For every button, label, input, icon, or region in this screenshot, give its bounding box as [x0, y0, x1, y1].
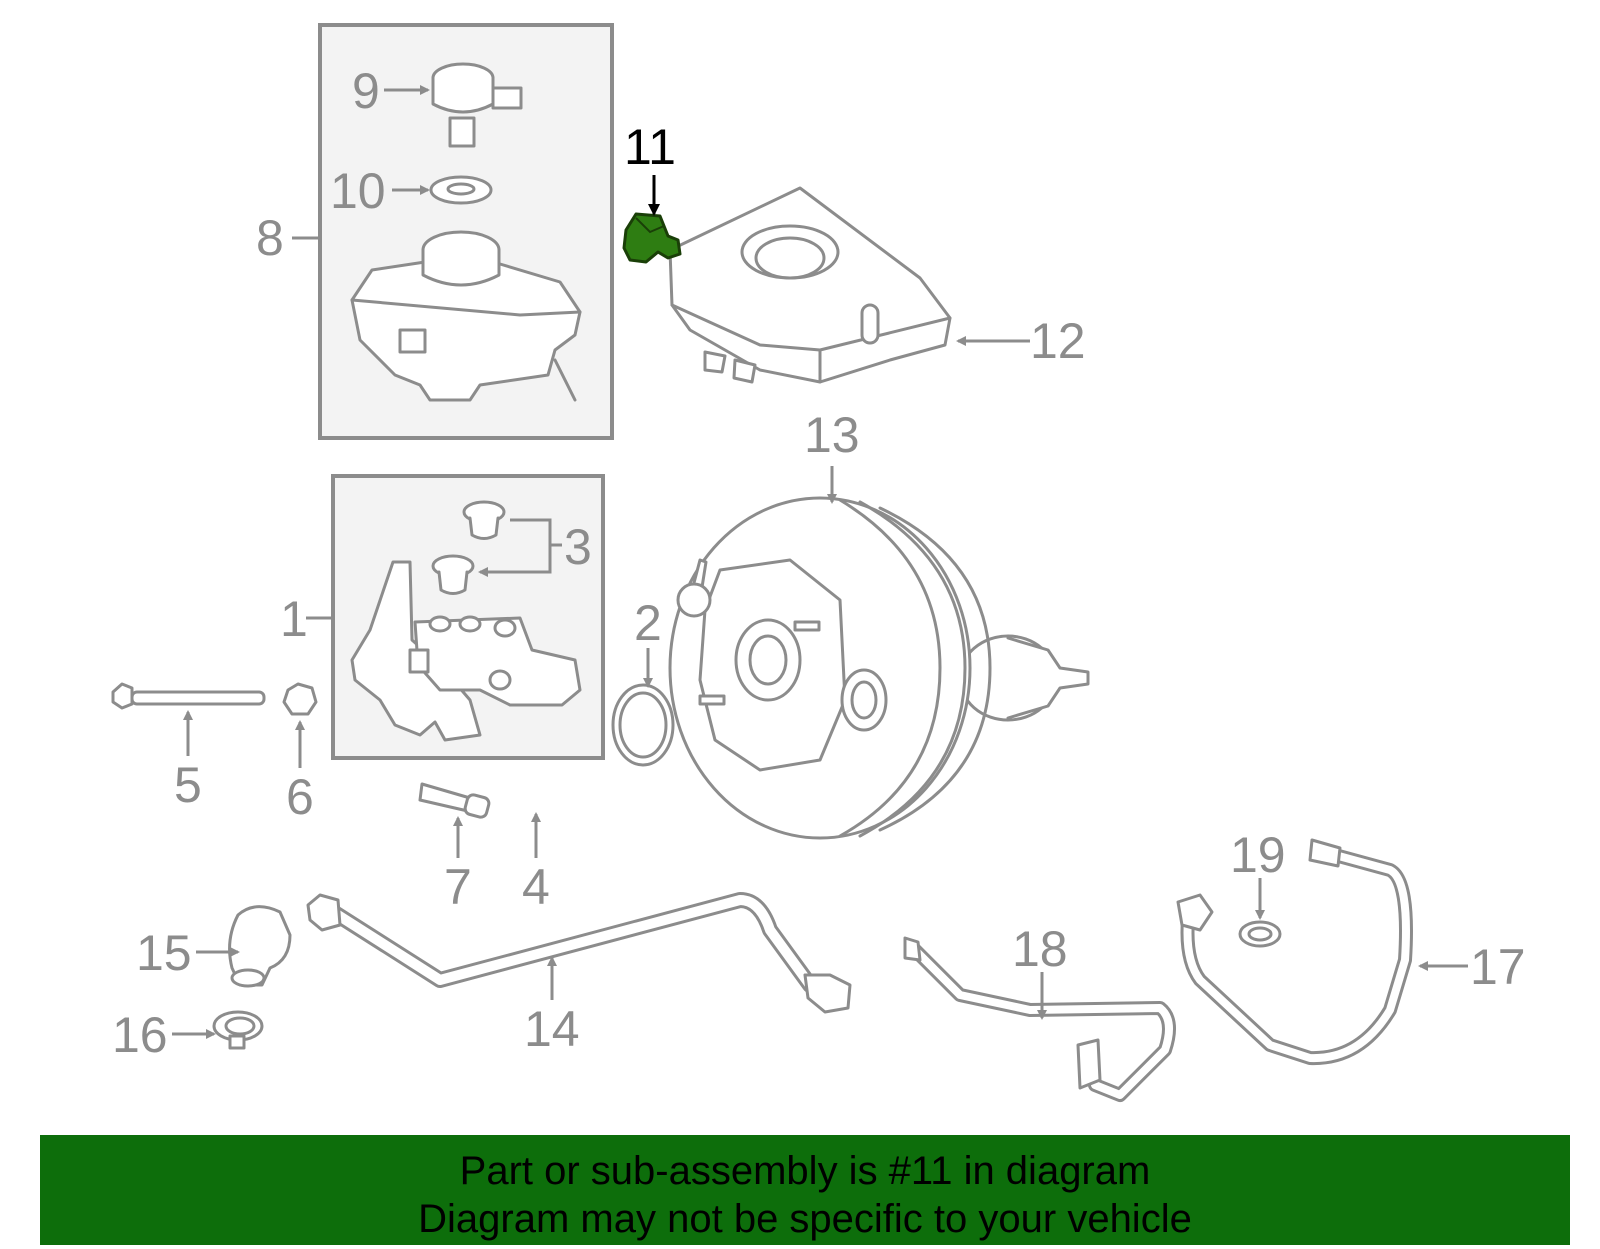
callout-5: 5 [174, 757, 202, 813]
part-5-bolt[interactable] [111, 682, 266, 710]
part-10-seal[interactable] [429, 175, 493, 205]
part-18-hose[interactable] [903, 936, 1176, 1102]
part-3-reservoir-grommet-lower[interactable] [431, 554, 475, 595]
callout-12: 12 [1030, 313, 1086, 369]
callout-10: 10 [330, 163, 386, 219]
callout-6: 6 [286, 769, 314, 825]
part-3-reservoir-grommet-upper[interactable] [462, 500, 506, 540]
part-12-cover[interactable] [668, 186, 952, 384]
part-6-nut[interactable] [282, 682, 318, 716]
callout-15: 15 [136, 925, 192, 981]
callout-2: 2 [634, 595, 662, 651]
banner-line-2: Diagram may not be specific to your vehi… [418, 1197, 1192, 1241]
info-banner: Part or sub-assembly is #11 in diagram D… [40, 1135, 1570, 1245]
part-14-vacuum-hose[interactable] [306, 892, 852, 1014]
callout-7: 7 [444, 859, 472, 915]
banner-line-1: Part or sub-assembly is #11 in diagram [459, 1149, 1151, 1193]
callout-9: 9 [352, 63, 380, 119]
callout-16: 16 [112, 1007, 168, 1063]
callout-11: 11 [624, 119, 676, 175]
callout-17: 17 [1470, 939, 1526, 995]
callout-13: 13 [804, 407, 860, 463]
callout-3: 3 [564, 519, 592, 575]
part-4-pin[interactable] [505, 781, 587, 851]
part-13-brake-booster[interactable] [668, 496, 1090, 840]
callout-18: 18 [1012, 921, 1068, 977]
part-17-hose[interactable] [1176, 838, 1413, 1066]
part-1-master-cylinder[interactable] [350, 560, 582, 742]
part-15-elbow[interactable] [228, 905, 292, 988]
callout-4: 4 [522, 859, 550, 915]
callout-1: 1 [280, 591, 308, 647]
part-9-reservoir-cap[interactable] [431, 62, 523, 148]
part-7-stud[interactable] [418, 782, 491, 819]
part-11-sensor-highlighted[interactable] [622, 212, 682, 264]
part-2-seal-ring[interactable] [611, 683, 675, 767]
part-8-reservoir[interactable] [350, 230, 582, 402]
callout-8: 8 [256, 210, 284, 266]
part-19-clamp[interactable] [1238, 920, 1282, 948]
part-16-clamp[interactable] [212, 1010, 264, 1050]
callout-19: 19 [1230, 827, 1286, 883]
callout-14: 14 [524, 1001, 580, 1057]
